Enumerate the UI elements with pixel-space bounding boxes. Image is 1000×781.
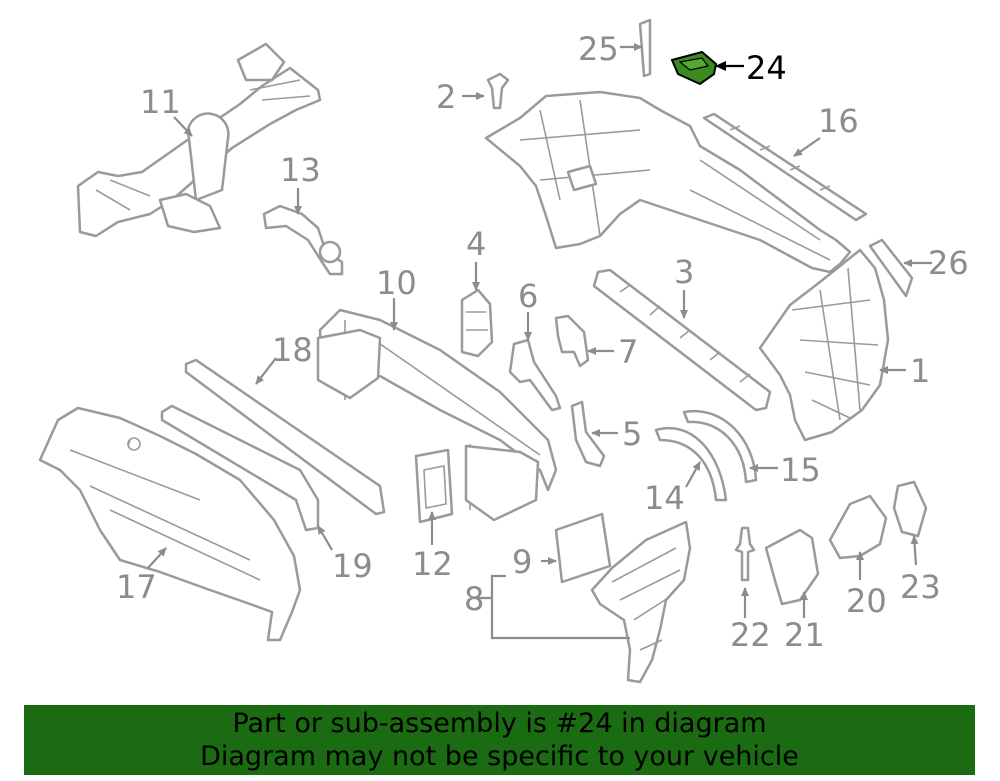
callout-15: 15 — [780, 451, 821, 489]
part-17-diffuser — [38, 406, 302, 642]
callout-6: 6 — [518, 277, 538, 315]
callout-19: 19 — [332, 547, 373, 585]
part-26-block — [868, 238, 914, 298]
callout-5: 5 — [622, 415, 642, 453]
callout-13: 13 — [280, 151, 321, 189]
callout-3: 3 — [674, 253, 694, 291]
part-9-plate — [554, 512, 612, 584]
part-2-clip — [486, 72, 510, 110]
callout-17: 17 — [116, 568, 157, 606]
part-1-bumper-corner — [758, 248, 890, 442]
callout-26: 26 — [928, 244, 969, 282]
callout-11: 11 — [140, 83, 181, 121]
callout-21: 21 — [784, 616, 825, 654]
part-14-arch-molding — [654, 426, 728, 502]
callout-4: 4 — [466, 225, 486, 263]
callout-16: 16 — [818, 102, 859, 140]
part-24-highlighted — [670, 50, 718, 86]
callout-12: 12 — [412, 545, 453, 583]
callout-7: 7 — [618, 333, 638, 371]
callout-25: 25 — [578, 30, 619, 68]
leader-lines — [147, 43, 932, 640]
part-6-bracket — [508, 338, 562, 412]
callout-18: 18 — [272, 331, 313, 369]
notice-line-2: Diagram may not be specific to your vehi… — [200, 741, 799, 772]
part-18-strip — [184, 358, 386, 516]
part-20-bracket — [828, 494, 888, 560]
callout-labels: 1 2 3 4 5 6 7 8 9 10 11 12 13 14 15 16 1… — [116, 30, 969, 654]
callout-22: 22 — [730, 616, 771, 654]
part-11-tow-hitch — [76, 42, 322, 238]
part-13-hitch-ball — [262, 204, 344, 276]
callout-24: 24 — [746, 49, 787, 87]
callout-9: 9 — [512, 543, 532, 581]
part-4-bracket — [460, 288, 494, 358]
part-8-reinforcement — [590, 520, 692, 684]
callout-14: 14 — [644, 479, 685, 517]
part-22-bolt — [734, 526, 756, 582]
callout-10: 10 — [376, 264, 417, 302]
notice-line-1: Part or sub-assembly is #24 in diagram — [232, 708, 767, 739]
part-3-strip — [592, 268, 772, 412]
part-25-rod — [638, 18, 652, 78]
callout-23: 23 — [900, 568, 941, 606]
callout-20: 20 — [846, 582, 887, 620]
part-5-bracket — [570, 400, 606, 468]
part-7-bracket — [554, 314, 590, 368]
part-10-beam — [316, 308, 558, 522]
notice-banner: Part or sub-assembly is #24 in diagram D… — [24, 705, 975, 775]
part-21-bracket — [764, 528, 820, 606]
callout-1: 1 — [910, 352, 930, 390]
rear-bumper-cover — [484, 90, 852, 274]
part-15-arch-molding — [682, 409, 758, 484]
parts-diagram: 1 2 3 4 5 6 7 8 9 10 11 12 13 14 15 16 1… — [38, 18, 969, 684]
part-12-plate — [414, 448, 454, 524]
part-23-sensor-bracket — [892, 480, 928, 538]
callout-2: 2 — [436, 78, 456, 116]
part-16-step-strip — [702, 112, 868, 222]
callout-8: 8 — [464, 580, 484, 618]
